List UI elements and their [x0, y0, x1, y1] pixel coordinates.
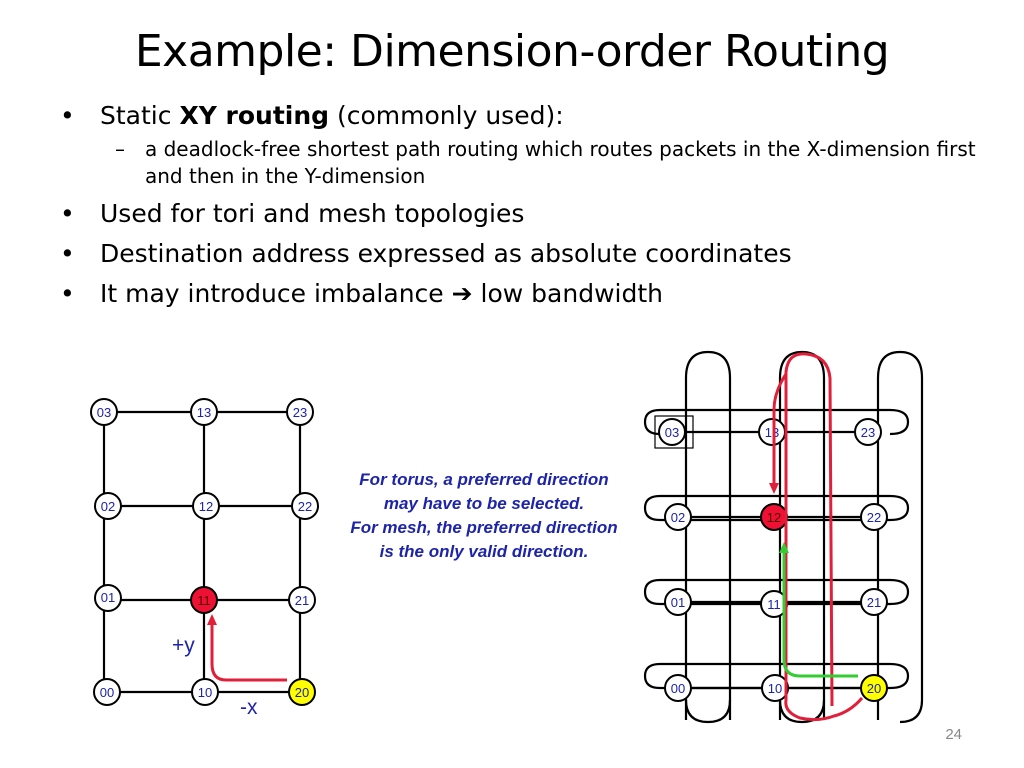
- mesh-node: [288, 586, 316, 614]
- mesh-node-label: 02: [101, 499, 115, 514]
- torus-node-label: 21: [867, 595, 881, 610]
- torus-node-label: 01: [671, 595, 685, 610]
- torus-wrap-link: [684, 699, 732, 724]
- bullet-dot: •: [60, 279, 75, 308]
- mesh-node: [93, 678, 121, 706]
- torus-nodes: [658, 418, 888, 702]
- mesh-node-label: 20: [295, 685, 309, 700]
- torus-node-label: 12: [767, 510, 781, 525]
- mesh-node-label: 21: [295, 593, 309, 608]
- mesh-node-label: 12: [199, 499, 213, 514]
- mesh-node: [94, 492, 122, 520]
- bullet-text: It may introduce imbalance: [100, 279, 452, 308]
- torus-node-labels: 03 13 23 02 12 22 01 11 21 00 10 20: [665, 425, 881, 696]
- torus-node-label: 00: [671, 681, 685, 696]
- mesh-node: [90, 398, 118, 426]
- torus-node: [664, 674, 692, 702]
- mesh-node-label: 13: [197, 405, 211, 420]
- torus-wrap-link: [778, 699, 826, 724]
- torus-wrap-link: [684, 350, 732, 720]
- torus-node: [658, 418, 686, 446]
- mesh-node: [286, 398, 314, 426]
- torus-node-label: 02: [671, 510, 685, 525]
- bullet-text: Used for tori and mesh topologies: [100, 199, 525, 228]
- route-arrowhead-icon: [769, 483, 779, 494]
- torus-route-path-red: [772, 373, 788, 484]
- note-line: is the only valid direction.: [379, 542, 589, 561]
- torus-wrap-link: [660, 408, 910, 436]
- bullet-text: Static: [100, 101, 180, 130]
- bullet-bold-text: XY routing: [179, 101, 330, 130]
- note-line: For torus, a preferred direction: [359, 470, 609, 489]
- note-line: may have to be selected.: [383, 494, 585, 513]
- torus-mesh-note: For torus, a preferred direction may hav…: [330, 468, 638, 564]
- torus-node-label: 22: [867, 510, 881, 525]
- torus-route-path-green: [782, 552, 858, 678]
- mesh-node-label: 03: [97, 405, 111, 420]
- mesh-node: [190, 398, 218, 426]
- bullet-dot: •: [60, 239, 75, 268]
- bullet-list: • Static XY routing (commonly used): – a…: [60, 96, 980, 314]
- mesh-node: [94, 584, 122, 612]
- mesh-node-label: 11: [197, 593, 211, 608]
- mesh-node-label: 10: [198, 685, 212, 700]
- slide-title: Example: Dimension-order Routing: [134, 26, 890, 77]
- torus-wrap-link: [643, 578, 910, 606]
- torus-node: [860, 588, 888, 616]
- bullet-dot: •: [60, 199, 75, 228]
- torus-wrap-link: [643, 662, 910, 690]
- mesh-nodes: [90, 398, 319, 706]
- torus-route-path-red: [784, 352, 864, 722]
- mesh-node-labels: 03 13 23 02 12 22 01 11 21 00 10 20: [97, 405, 312, 700]
- page-number: 24: [945, 726, 962, 743]
- sub-bullet-dash: –: [115, 137, 125, 161]
- torus-node: [761, 674, 789, 702]
- torus-wrap-link: [643, 408, 661, 436]
- mesh-route-path: [210, 622, 287, 682]
- torus-wrap-link: [643, 494, 910, 522]
- torus-node: [860, 503, 888, 531]
- torus-node-label: 11: [767, 597, 781, 612]
- sub-bullet-deadlock-free: – a deadlock-free shortest path routing …: [60, 136, 980, 190]
- torus-node-label: 13: [765, 425, 779, 440]
- torus-node-label: 10: [768, 681, 782, 696]
- bullet-imbalance: • It may introduce imbalance ➔ low bandw…: [60, 274, 980, 314]
- torus-diagram: [643, 350, 924, 724]
- bullet-dot: •: [60, 101, 75, 130]
- bullet-static-xy: • Static XY routing (commonly used):: [60, 96, 980, 136]
- mesh-node: [192, 492, 220, 520]
- right-arrow-icon: ➔: [451, 279, 473, 308]
- torus-node: [664, 503, 692, 531]
- plus-y-label: +y: [172, 634, 195, 657]
- note-line: For mesh, the preferred direction: [350, 518, 618, 537]
- mesh-node-source: [288, 678, 316, 706]
- route-arrowhead-icon: [779, 542, 789, 553]
- bullet-text: low bandwidth: [472, 279, 663, 308]
- torus-node: [854, 418, 882, 446]
- mesh-node-label: 01: [101, 590, 115, 605]
- bullet-text: (commonly used):: [329, 101, 564, 130]
- torus-node-highlight-box: [654, 415, 694, 449]
- mesh-node-destination: [190, 586, 218, 614]
- mesh-node: [191, 678, 219, 706]
- mesh-node: [291, 492, 319, 520]
- torus-node-label: 20: [867, 681, 881, 696]
- minus-x-label: -x: [240, 696, 258, 719]
- bullet-tori-mesh: • Used for tori and mesh topologies: [60, 194, 980, 234]
- mesh-node-label: 00: [100, 685, 114, 700]
- route-arrowhead-icon: [207, 614, 217, 625]
- mesh-node-label: 22: [298, 499, 312, 514]
- torus-node-source: [860, 674, 888, 702]
- torus-wrap-link: [876, 350, 924, 724]
- sub-bullet-text: a deadlock-free shortest path routing wh…: [145, 137, 976, 188]
- bullet-destination-address: • Destination address expressed as absol…: [60, 234, 980, 274]
- bullet-text: Destination address expressed as absolut…: [100, 239, 792, 268]
- torus-node: [664, 588, 692, 616]
- torus-wrap-link: [778, 350, 826, 720]
- mesh-diagram: [102, 410, 305, 694]
- mesh-node-label: 23: [293, 405, 307, 420]
- torus-node-label: 03: [665, 425, 679, 440]
- torus-node-label: 23: [861, 425, 875, 440]
